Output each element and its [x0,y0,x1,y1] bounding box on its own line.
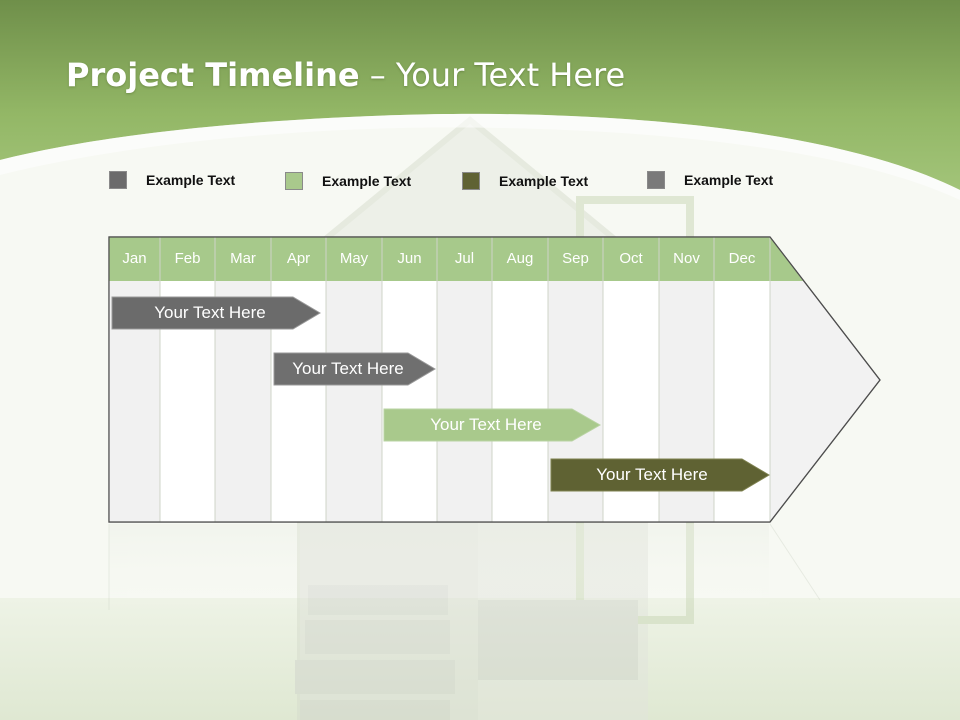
month-column [492,281,548,522]
month-label: Aug [506,250,534,267]
month-label: Jul [454,250,475,267]
task-bar [383,408,602,442]
month-label: May [339,250,369,267]
month-label: Jan [122,250,147,267]
month-column [326,281,382,522]
month-label: Apr [286,250,311,267]
month-header-band [109,237,803,281]
task-bar-label: Your Text Here [430,415,542,434]
legend-swatch [647,171,665,189]
page-title: Project Timeline – Your Text Here [66,56,626,94]
task-bar-label: Your Text Here [292,359,404,378]
month-label: Jun [397,250,422,267]
task-bar [111,296,321,330]
month-column [382,281,437,522]
legend-swatch [462,172,480,190]
task-bar-label: Your Text Here [596,465,708,484]
legend-label: Example Text [146,172,236,188]
month-label: Sep [562,250,589,267]
month-label: Mar [230,250,256,267]
task-bar [550,458,770,492]
legend-swatch [109,171,127,189]
legend-label: Example Text [499,173,589,189]
legend-label: Example Text [684,172,774,188]
timeline-reflection [108,523,821,614]
month-label: Oct [619,250,643,267]
month-label: Nov [673,250,700,267]
month-column [437,281,492,522]
task-bar-label: Your Text Here [154,303,266,322]
month-label: Dec [728,250,756,267]
task-bar [273,352,436,386]
legend-label: Example Text [322,173,412,189]
month-label: Feb [174,250,201,267]
legend-swatch [285,172,303,190]
